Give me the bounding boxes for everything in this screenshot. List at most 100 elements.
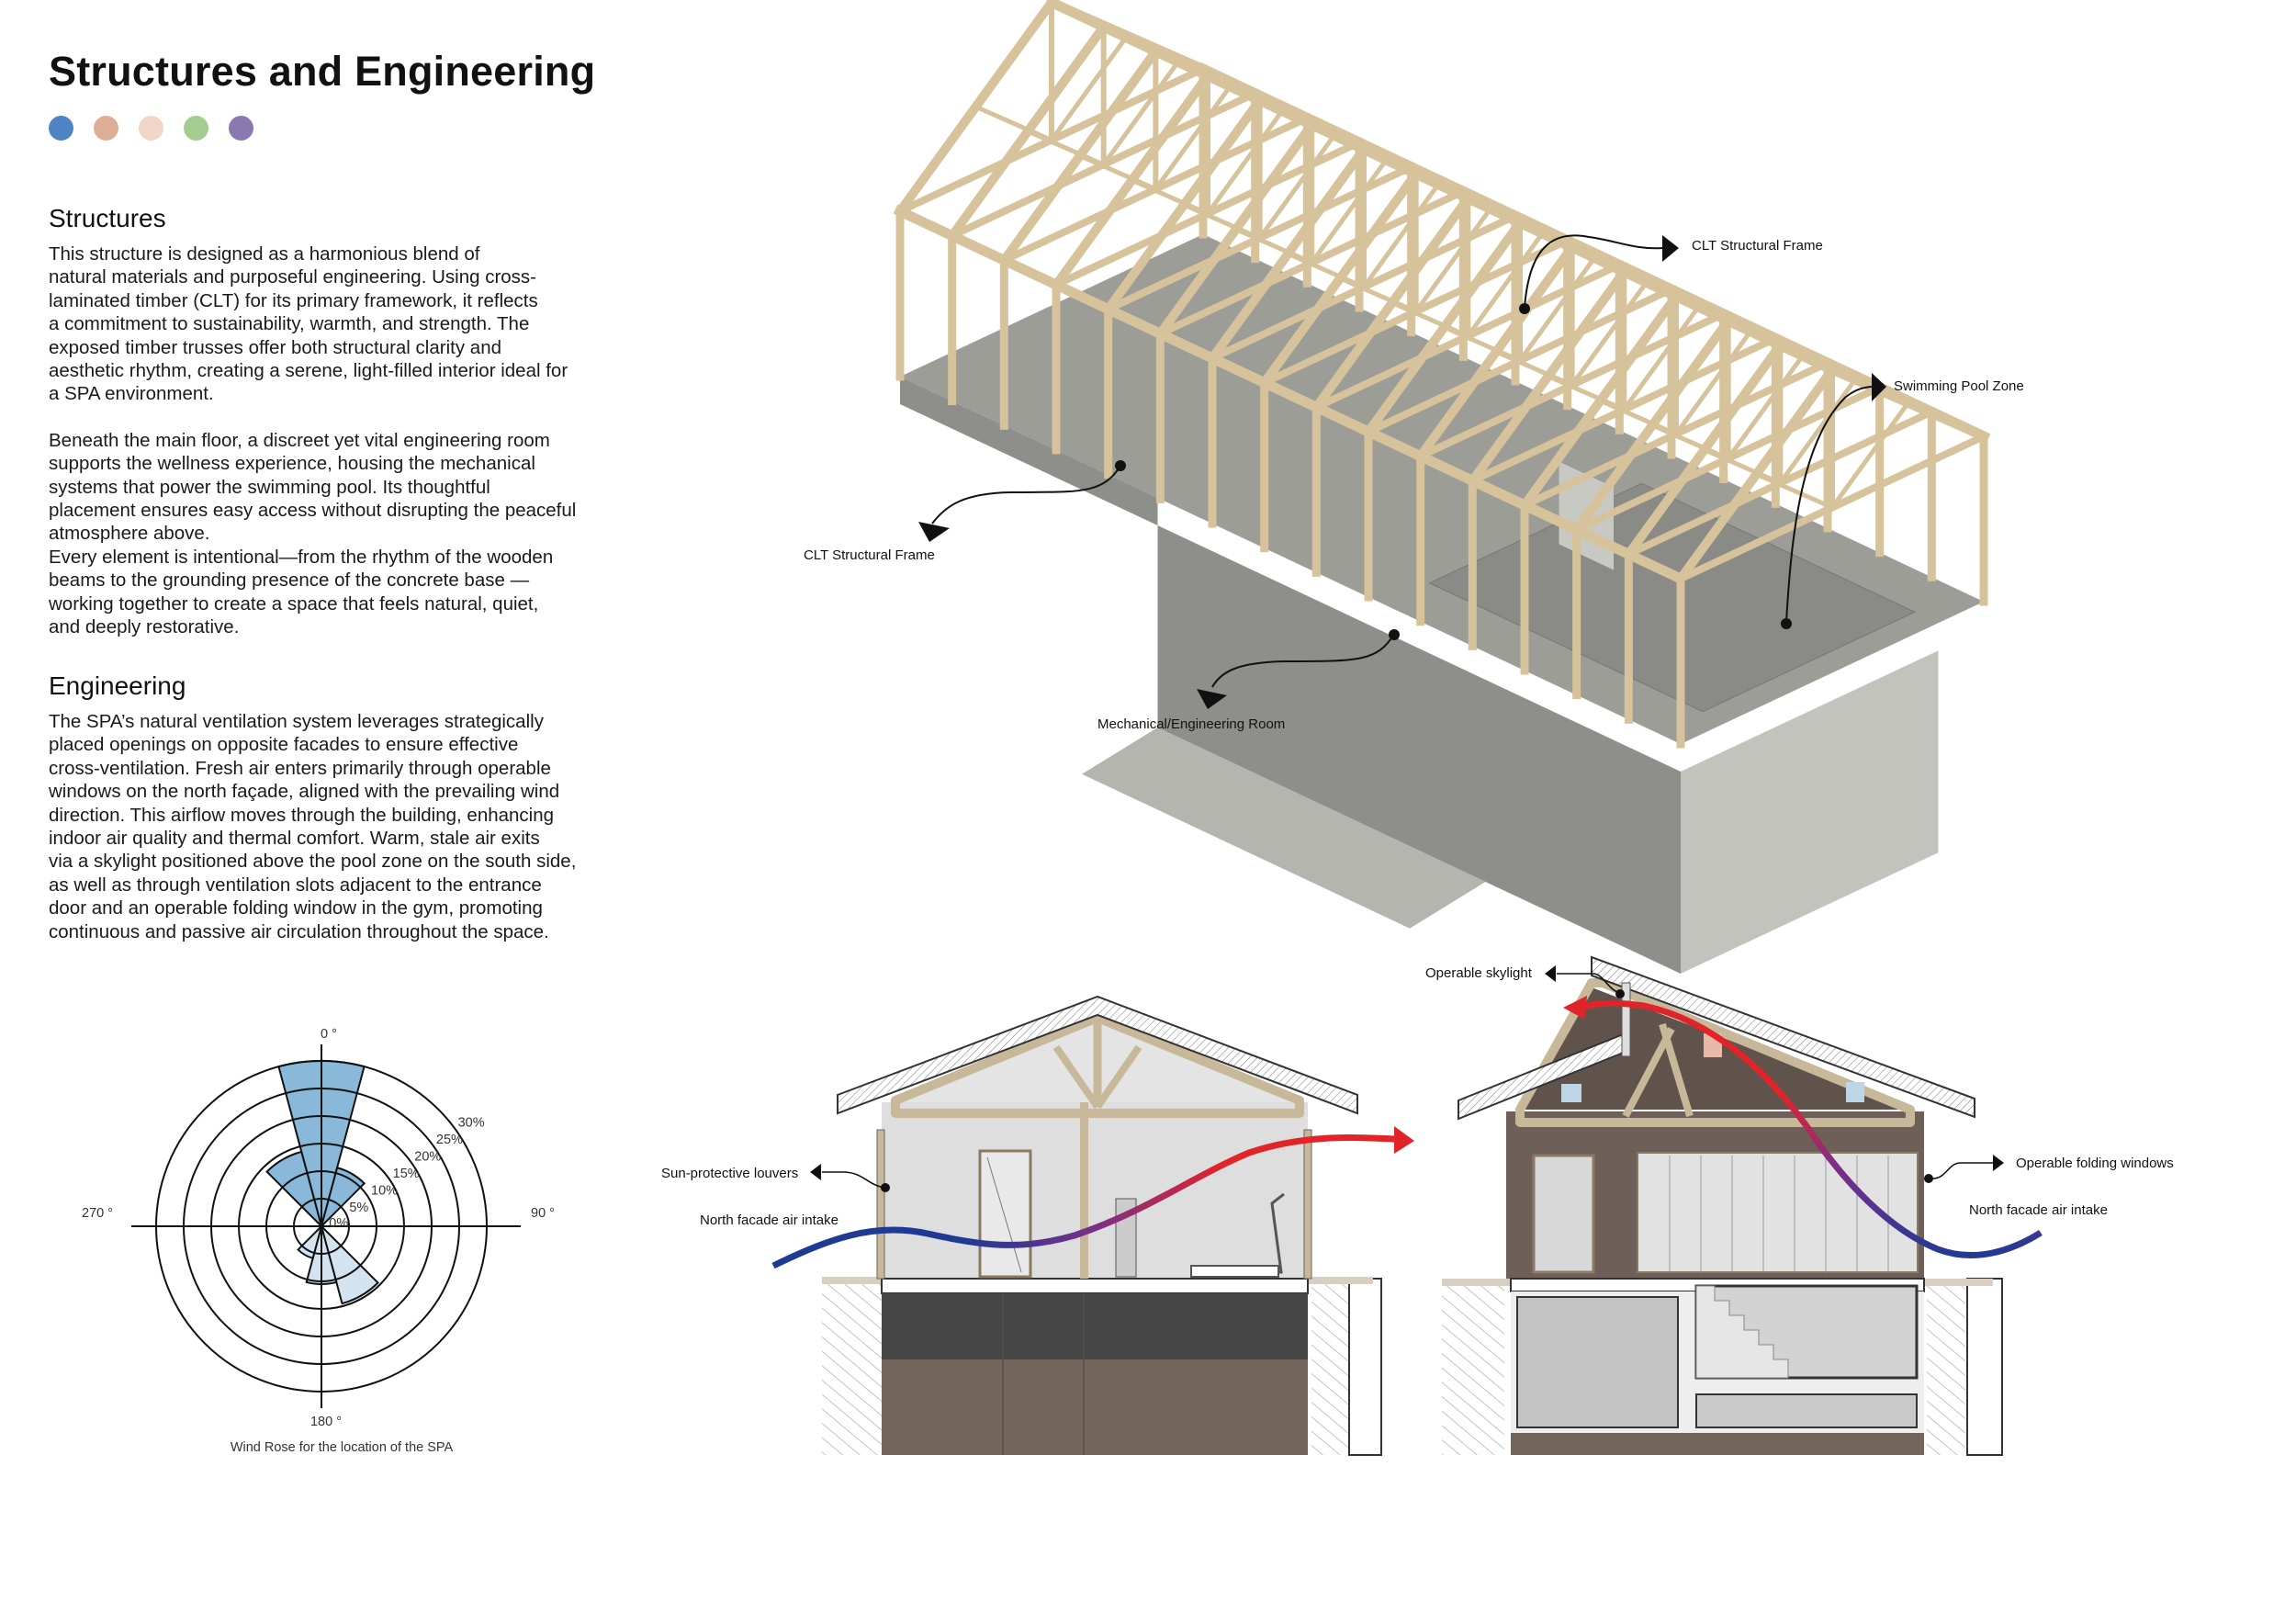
- page-title: Structures and Engineering: [49, 48, 596, 95]
- color-palette: [49, 116, 253, 141]
- radial-tick-label: 10%: [371, 1183, 398, 1198]
- truss-strut: [1100, 56, 1183, 168]
- airflow-path: [1582, 999, 2043, 1258]
- radial-tick-label: 25%: [436, 1133, 463, 1147]
- truss-strut: [1152, 81, 1235, 193]
- gym-truss: [891, 1013, 1304, 1118]
- label-mech-room: Mechanical/Engineering Room: [1097, 716, 1285, 732]
- entrance-door: [1532, 1154, 1595, 1274]
- text-line: windows on the north façade, aligned wit…: [49, 781, 560, 803]
- wind-rose-caption: Wind Rose for the location of the SPA: [231, 1440, 454, 1455]
- eave-beam-front: [893, 204, 1688, 586]
- footing: [1082, 727, 1486, 929]
- truss-strut: [1048, 32, 1131, 143]
- callout-arrow-icon: [1197, 689, 1227, 709]
- callout-dot: [1924, 1174, 1933, 1183]
- earth-hatch: [1927, 1286, 1965, 1455]
- callout-dot: [1519, 303, 1530, 314]
- callout-arrow-icon: [1993, 1155, 2004, 1171]
- callout-pool-zone: Swimming Pool Zone: [1781, 373, 2024, 629]
- text-line: atmosphere above.: [49, 523, 210, 545]
- engineering-room: [1516, 1296, 1679, 1428]
- label-clt-frame-top: CLT Structural Frame: [1692, 238, 1823, 254]
- mech-room-side: [1681, 650, 1939, 974]
- retaining-wall: [1966, 1278, 2003, 1456]
- angle-label: 180 °: [310, 1415, 342, 1429]
- structures-text: This structure is designed as a harmonio…: [49, 242, 576, 639]
- text-line: Every element is intentional—from the rh…: [49, 546, 554, 568]
- text-line: as well as through ventilation slots adj…: [49, 874, 542, 896]
- operable-skylight: [1621, 982, 1631, 1057]
- pool-truss: [1515, 978, 1915, 1127]
- truss-strut: [1204, 106, 1287, 217]
- callout-arrow-icon: [810, 1164, 821, 1180]
- angle-label: 270 °: [82, 1206, 113, 1221]
- truss-strut: [1360, 179, 1443, 290]
- pool-roof-high: [1591, 955, 1975, 1119]
- text-line: direction. This airflow moves through th…: [49, 804, 555, 826]
- timber-truss-frame: [893, 0, 1991, 749]
- text-line: door and an operable folding window in t…: [49, 897, 543, 919]
- label-intake-left: North facade air intake: [700, 1212, 838, 1228]
- callout-dot: [881, 1183, 890, 1192]
- gym-roof: [837, 995, 1358, 1115]
- retaining-wall: [1348, 1278, 1382, 1456]
- truss-strut: [1829, 400, 1911, 511]
- callout-arrow-icon: [1872, 373, 1886, 401]
- text-line: placement ensures easy access without di…: [49, 500, 577, 522]
- truss-strut: [1516, 253, 1599, 364]
- louver-post: [876, 1129, 885, 1280]
- callout-clt-frame-left: CLT Structural Frame: [804, 460, 1126, 563]
- earth-hatch: [822, 1284, 882, 1455]
- text-line: cross-ventilation. Fresh air enters prim…: [49, 757, 551, 779]
- text-line: working together to create a space that …: [49, 592, 539, 615]
- pool-equipment: [1695, 1393, 1918, 1428]
- wall-post: [1303, 1129, 1312, 1280]
- airflow-arrow-icon: [1563, 996, 1587, 1020]
- angle-label: 0 °: [321, 1027, 337, 1042]
- text-line: The SPA’s natural ventilation system lev…: [49, 711, 544, 732]
- label-pool-zone: Swimming Pool Zone: [1894, 378, 2024, 394]
- wind-sector-330: [265, 1150, 323, 1230]
- gym-door: [978, 1149, 1032, 1279]
- text-line: This structure is designed as a harmonio…: [49, 243, 480, 265]
- truss-strut: [1308, 154, 1391, 266]
- radial-tick-label: 5%: [349, 1201, 368, 1215]
- callout-dot: [1389, 629, 1400, 640]
- palette-dot-peach: [139, 116, 163, 141]
- text-line: continuous and passive air circulation t…: [49, 920, 549, 942]
- palette-dot-purple: [229, 116, 253, 141]
- text-line: and deeply restorative.: [49, 616, 240, 638]
- wind-sector-210: [297, 1223, 323, 1259]
- text-line: a commitment to sustainability, warmth, …: [49, 313, 530, 335]
- truss-strut: [1672, 326, 1755, 437]
- text-line: natural materials and purposeful enginee…: [49, 266, 537, 288]
- text-line: placed openings on opposite facades to e…: [49, 734, 519, 756]
- callout-mech-room: Mechanical/Engineering Room: [1097, 629, 1400, 732]
- label-clt-frame-left: CLT Structural Frame: [804, 547, 935, 563]
- palette-dot-green: [184, 116, 208, 141]
- text-line: indoor air quality and thermal comfort. …: [49, 828, 540, 850]
- radial-tick-label: 0%: [329, 1216, 348, 1231]
- radial-tick-label: 15%: [393, 1167, 420, 1181]
- text-line: a SPA environment.: [49, 383, 214, 405]
- basement-dark: [882, 1293, 1308, 1359]
- text-line: via a skylight positioned above the pool…: [49, 851, 577, 873]
- truss-strut: [1725, 350, 1807, 462]
- callout-arrow-icon: [918, 522, 950, 542]
- folding-windows: [1637, 1152, 1919, 1273]
- truss-strut: [1256, 130, 1339, 242]
- text-line: exposed timber trusses offer both struct…: [49, 336, 501, 358]
- airflow-path: [771, 1134, 1397, 1269]
- callout-dot: [1115, 460, 1126, 471]
- structures-heading: Structures: [49, 204, 166, 232]
- radial-tick-label: 20%: [414, 1149, 441, 1164]
- earth-hatch: [1442, 1286, 1504, 1455]
- pool-stairs: [1695, 1285, 1789, 1379]
- text-line: systems that power the swimming pool. It…: [49, 476, 490, 498]
- earth-hatch: [1311, 1284, 1348, 1455]
- section-gym: Sun-protective louvers North facade air …: [661, 995, 1414, 1456]
- radial-tick-label: 30%: [458, 1115, 485, 1130]
- timber-column: [1080, 1102, 1088, 1279]
